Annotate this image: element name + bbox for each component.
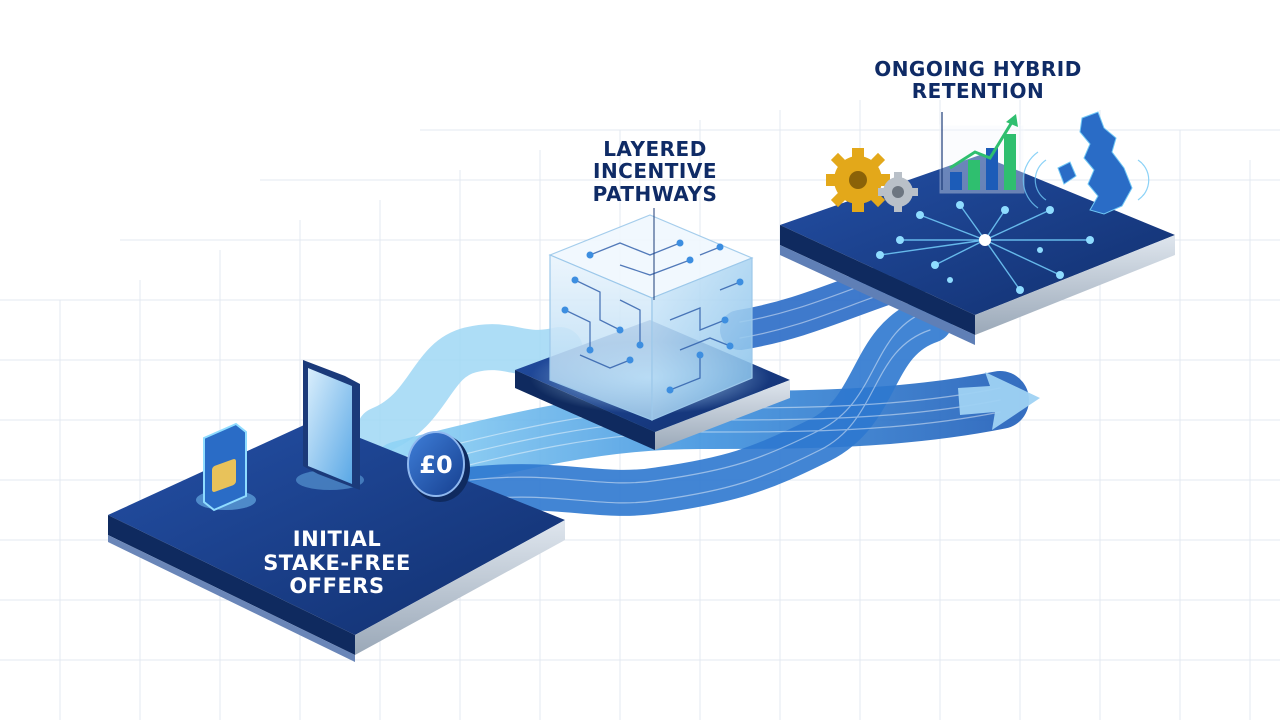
stage-label-hybrid-retention: ONGOING HYBRID RETENTION xyxy=(848,58,1108,103)
label-line: INITIAL xyxy=(292,527,382,551)
label-line: LAYERED xyxy=(603,137,707,161)
label-line: RETENTION xyxy=(911,79,1045,104)
label-line: PATHWAYS xyxy=(592,181,718,206)
label-line: STAKE-FREE xyxy=(263,550,411,575)
label-line: ONGOING HYBRID xyxy=(874,57,1082,81)
smartphone-icon xyxy=(296,360,364,490)
label-line: INCENTIVE xyxy=(593,159,717,184)
circuit-cube-icon xyxy=(548,214,754,421)
gear-icon xyxy=(826,148,890,212)
sim-card-icon xyxy=(196,422,256,512)
stream-to-cube xyxy=(357,324,583,453)
stream-lower xyxy=(447,297,953,516)
label-line: OFFERS xyxy=(289,574,385,599)
network-icon xyxy=(879,204,1090,291)
stage-label-incentive-pathways: LAYERED INCENTIVE PATHWAYS xyxy=(555,137,755,206)
uk-map-icon xyxy=(1022,111,1150,215)
retention-platform xyxy=(780,111,1175,345)
growth-chart-icon xyxy=(939,114,1025,194)
flow-arrow-icon xyxy=(958,372,1040,430)
coin-icon: £0 xyxy=(407,431,470,502)
gear-icon xyxy=(878,172,918,212)
coin-label: £0 xyxy=(419,451,452,479)
stage-label-initial-offers: INITIAL STAKE-FREE OFFERS xyxy=(232,527,442,599)
